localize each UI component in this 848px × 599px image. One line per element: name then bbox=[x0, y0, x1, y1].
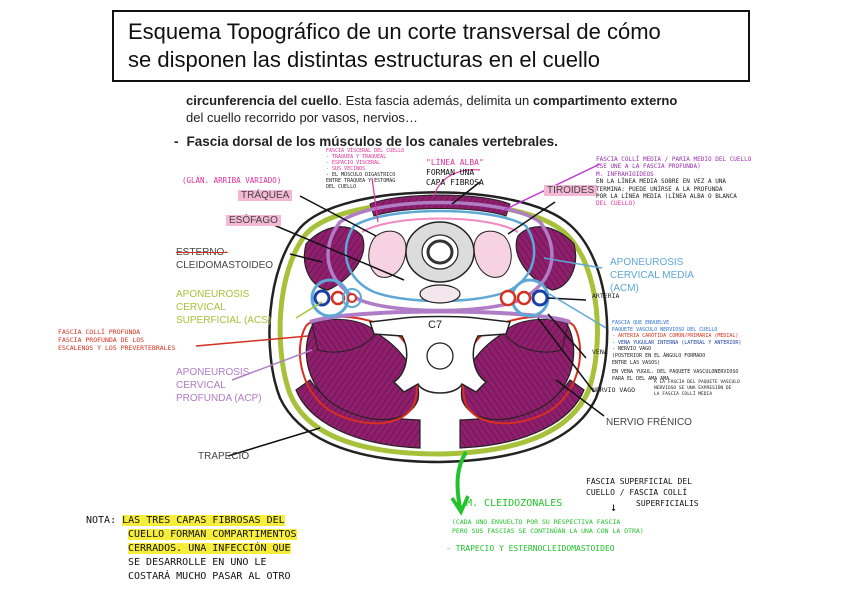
label-nervio-frenico: NERVIO FRÉNICO bbox=[606, 417, 692, 428]
note-trapecio-esterno: - TRAPECIO Y ESTERNOCLEIDOMASTOIDEO bbox=[446, 544, 615, 553]
vascular-bundle-right bbox=[499, 278, 550, 318]
label-esofago: ESÓFAGO bbox=[226, 215, 281, 226]
green-arrow-head bbox=[450, 495, 470, 516]
note-vena: VENA bbox=[592, 348, 608, 356]
trachea-ring bbox=[426, 239, 454, 265]
title-line-1: Esquema Topográfico de un corte transver… bbox=[128, 19, 661, 44]
c7-label: C7 bbox=[428, 319, 442, 331]
pink-note-leader bbox=[371, 177, 379, 223]
nota-block: NOTA: LAS TRES CAPAS FIBROSAS DEL CUELLO … bbox=[86, 514, 297, 584]
note-nervio-vago: NERVIO VAGO bbox=[592, 386, 636, 394]
note-pink-top: FASCIA VISCERAL DEL CUELLO - TRAQUEA Y T… bbox=[326, 148, 405, 190]
intro-text: circunferencia del cuello. Esta fascia a… bbox=[186, 92, 706, 126]
pink-fascia bbox=[361, 217, 519, 233]
vaina-leader bbox=[545, 291, 607, 329]
nota-line-5: COSTARÁ MUCHO PASAR AL OTRO bbox=[128, 571, 291, 582]
note-m-cleido: M. CLEIDOZONALES bbox=[466, 498, 563, 509]
arrow-down: ↓ bbox=[610, 500, 618, 514]
note-arteria: ARTERIA bbox=[592, 292, 620, 300]
acs-leader bbox=[295, 301, 323, 319]
acp-leader bbox=[231, 349, 313, 381]
label-tiroides: TIROIDES bbox=[544, 185, 598, 196]
intro-text-1: . Esta fascia además, delimita un bbox=[338, 93, 533, 108]
green-arrow bbox=[455, 450, 468, 509]
nota-line-4: SE DESARROLLE EN UNO LE bbox=[128, 557, 267, 568]
label-esternocleidomastoideo: ESTERNO- CLEIDOMASTOIDEO bbox=[176, 247, 274, 271]
intro-text-2: del cuello recorrido por vasos, nervios… bbox=[186, 110, 418, 125]
note-fascia-media: FASCIA COLLÍ MEDIA / PARIA MEDIO DEL CUE… bbox=[596, 156, 752, 208]
acp-fascia-right bbox=[462, 315, 582, 425]
note-glandulas: (GLÁN. ARRIBA VARIADO) bbox=[182, 176, 282, 185]
thyroid-left bbox=[368, 230, 407, 278]
note-linea-alba: "LÍNEA ALBA" FORMAN UNA CAPA FIBROSA bbox=[426, 158, 484, 187]
vascular-bundle-left bbox=[310, 278, 362, 318]
fascia-dorsal-heading: -Fascia dorsal de los músculos de los ca… bbox=[174, 134, 558, 149]
note-vaina: FASCIA QUE ENVUELVE PAQUETE VASCULO NERV… bbox=[612, 320, 742, 366]
esophagus bbox=[419, 284, 461, 304]
title-line-2: se disponen las distintas estructuras en… bbox=[128, 47, 601, 72]
note-nervio-vago-detail: A LA FASCIA DEL PAQUETE VASCULO NERVIOSO… bbox=[654, 380, 740, 397]
nota-label: NOTA: bbox=[86, 515, 117, 526]
thyroid-right bbox=[473, 230, 512, 278]
acp-fascia bbox=[298, 315, 418, 425]
acm-leader bbox=[543, 257, 603, 269]
red-note-leader bbox=[195, 335, 309, 347]
note-vaina-extra: EN VENA YUGUL. DEL PAQUETE VASCULONERVIO… bbox=[612, 369, 739, 382]
label-traquea: TRÁQUEA bbox=[238, 190, 293, 201]
nota-line-3: CERRADOS. UNA INFECCIÓN QUE bbox=[128, 543, 291, 554]
nota-line-2: CUELLO FORMAN COMPARTIMENTOS bbox=[128, 529, 297, 540]
fascia-dorsal-text: Fascia dorsal de los músculos de los can… bbox=[186, 134, 558, 149]
bullet-dash: - bbox=[174, 134, 179, 149]
note-fascia-superficial: FASCIA SUPERFICIAL DEL CUELLO / FASCIA C… bbox=[586, 477, 699, 508]
pink-circle-leader bbox=[433, 169, 481, 197]
label-trapecio: TRAPECIO bbox=[198, 451, 250, 462]
note-fascia-profunda: FASCIA COLLÍ PROFUNDA FASCIA PROFUNDA DE… bbox=[58, 328, 176, 352]
leader-lines bbox=[227, 181, 605, 457]
title-box: Esquema Topográfico de un corte transver… bbox=[112, 10, 750, 82]
nota-line-1: LAS TRES CAPAS FIBROSAS DEL bbox=[122, 515, 285, 526]
spinal-canal bbox=[426, 342, 454, 370]
note-m-cleido-detail: (CADA UNO ENVUELTO POR SU RESPECTIVA FAS… bbox=[452, 518, 644, 535]
intro-bold-2: compartimento externo bbox=[532, 93, 678, 108]
intro-bold-1: circunferencia del cuello bbox=[186, 93, 339, 108]
